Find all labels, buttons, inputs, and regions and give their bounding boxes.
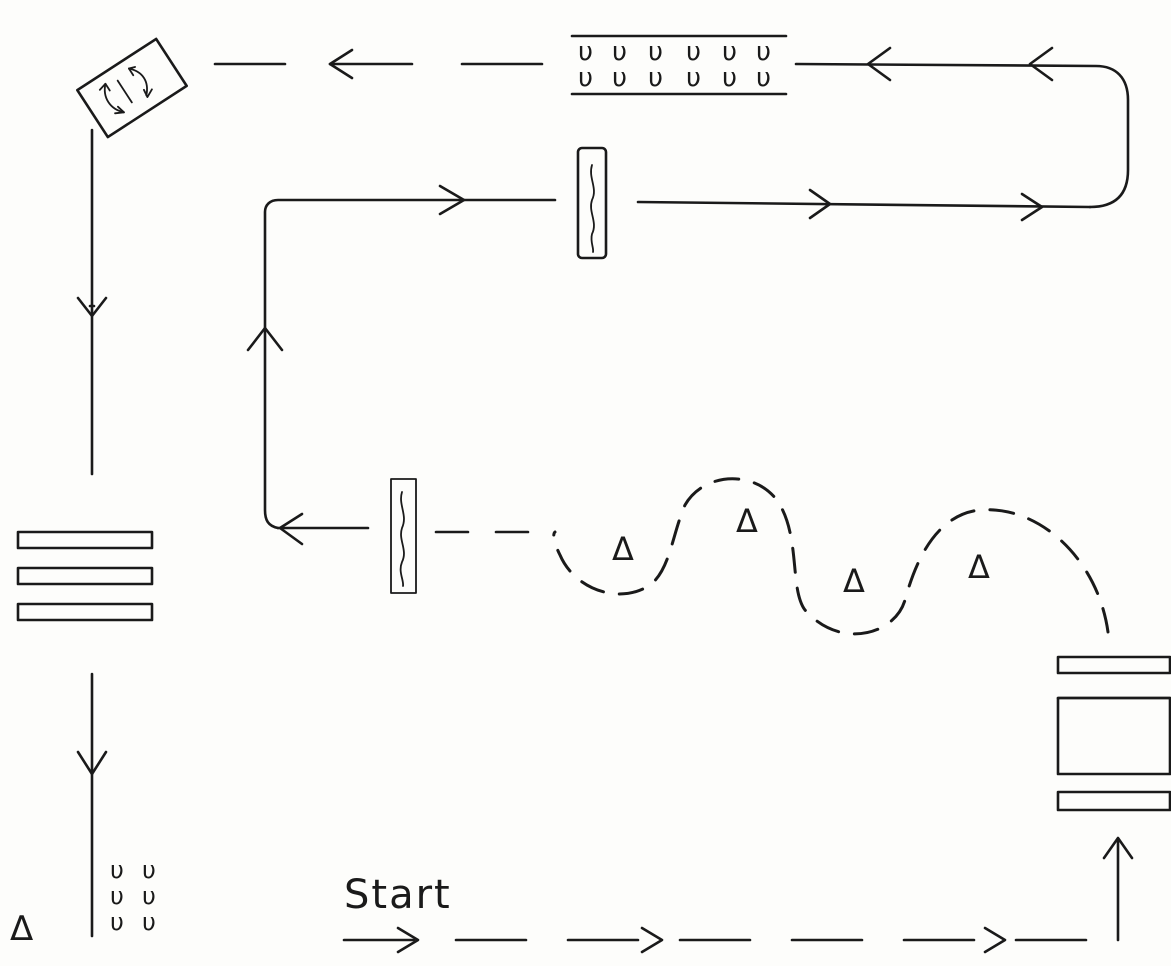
cup-symbol: υ [578,63,593,93]
delta-marker-1: Δ [612,530,634,568]
wavy-beam [552,477,1110,636]
cup-symbol: υ [612,63,627,93]
delta-output-marker: Δ [10,909,33,949]
bottom-plate [1056,790,1171,812]
cup-symbol: υ [142,882,156,910]
cup-symbol: υ [142,908,156,936]
cup-symbol: υ [686,63,701,93]
lower-crystal [390,478,417,594]
delta-marker-2: Δ [736,502,758,540]
left-beam [76,128,108,476]
top-grating: υ υ υ υ υ υ υ υ υ υ υ υ [570,34,788,96]
cup-symbol: υ [648,63,663,93]
rotator-element [76,37,188,139]
cup-symbol: υ [648,37,663,67]
inner-loop [246,46,1130,546]
cup-symbol: υ [142,856,156,884]
cup-symbol: υ [110,908,124,936]
start-label: Start [344,872,452,918]
center-block [1056,696,1171,776]
left-plate-stack [16,530,154,622]
start-beam-path [342,836,1134,954]
upper-crystal [576,146,608,260]
top-beam [213,48,544,80]
cup-symbol: υ [686,37,701,67]
cup-symbol: υ [110,856,124,884]
top-plate [1056,655,1171,675]
delta-marker-3: Δ [843,562,865,600]
cup-symbol: υ [756,37,771,67]
cup-symbol: υ [110,882,124,910]
delta-marker-4: Δ [968,548,990,586]
gain-module [1056,655,1171,812]
cup-symbol: υ [722,37,737,67]
output-symbols: υ υ υ υ υ υ [110,856,156,936]
output-beam [76,672,108,938]
cup-symbol: υ [612,37,627,67]
cup-symbol: υ [722,63,737,93]
cup-symbol: υ [578,37,593,67]
cup-symbol: υ [756,63,771,93]
